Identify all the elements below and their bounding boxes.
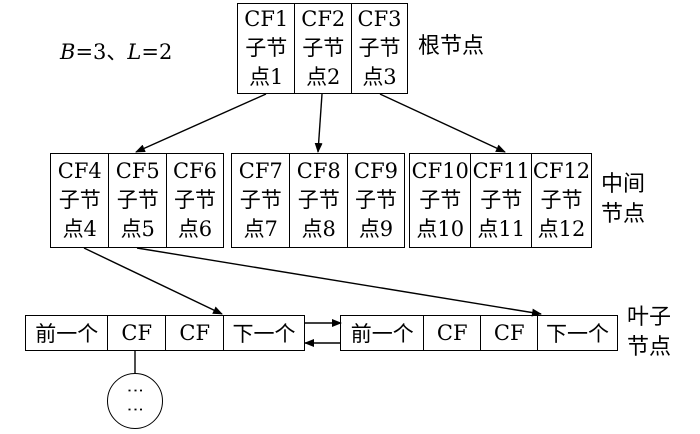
cf-label: CF2 — [301, 7, 346, 31]
middle-node-2-entry-1: CF7 子节点7 — [231, 153, 291, 248]
leaf-node-label-line1: 叶子 — [627, 305, 672, 330]
child-pointer-text: 点7 — [243, 217, 278, 241]
root-node-entry-3: CF3 子节点3 — [351, 3, 408, 94]
cf-label: CF12 — [532, 159, 591, 183]
cf-label: CF5 — [115, 159, 160, 183]
leaf-node-1-next-pointer: 下一个 — [223, 315, 305, 351]
middle-node-label: 中间 节点 — [601, 170, 645, 230]
child-pointer-text: 子节 — [245, 36, 288, 60]
middle-node-3-entry-1: CF10 子节点10 — [409, 153, 472, 248]
child-pointer-text: 子节 — [419, 188, 462, 212]
middle-node-2-entry-3: CF9 子节点9 — [347, 153, 405, 248]
child-pointer-text: 子节 — [174, 188, 216, 212]
param-b-value: =3、 — [75, 40, 128, 64]
param-l-symbol: L — [127, 40, 142, 64]
cf-label: CF9 — [354, 159, 398, 183]
child-pointer-text: 点9 — [358, 217, 394, 241]
leaf-node-1-cf-entry-1: CF — [107, 315, 167, 351]
child-pointer-text: 子节 — [355, 188, 397, 212]
param-l-value: =2 — [141, 40, 173, 64]
child-pointer-text: 子节 — [239, 188, 282, 212]
child-pointer-text: 点11 — [477, 217, 526, 241]
child-pointer-text: 点3 — [362, 65, 397, 89]
root-node-entry-1: CF1 子节点1 — [237, 3, 296, 94]
middle-node-3-entry-2: CF11 子节点11 — [470, 153, 533, 248]
middle-node-1-entry-2: CF5 子节点5 — [108, 153, 168, 248]
more-entries-glyph: ⋮⋮ — [125, 382, 145, 420]
middle-node-1-entry-1: CF4 子节点4 — [50, 153, 110, 248]
leaf-node-label-line2: 节点 — [627, 335, 672, 360]
middle-node-1-entry-3: CF6 子节点6 — [166, 153, 224, 248]
arrow-root-to-middle2 — [314, 93, 323, 153]
child-pointer-text: 子节 — [58, 188, 101, 212]
child-pointer-text: 子节 — [116, 188, 159, 212]
leaf-node-2-prev-pointer: 前一个 — [340, 315, 425, 351]
cf-label: CF8 — [296, 159, 341, 183]
arrow-root-to-middle1 — [135, 93, 267, 153]
child-pointer-text: 点5 — [120, 217, 155, 241]
child-pointer-text: 子节 — [540, 188, 583, 212]
child-pointer-text: 点8 — [301, 217, 336, 241]
leaf-node-label: 叶子 节点 — [627, 303, 671, 363]
child-pointer-text: 点12 — [537, 217, 586, 241]
child-pointer-text: 点10 — [416, 217, 465, 241]
child-pointer-text: 点1 — [249, 65, 284, 89]
arrow-middle-to-leaf2 — [136, 247, 542, 317]
cf-label: CF11 — [472, 159, 530, 183]
arrow-root-to-middle3 — [379, 93, 506, 153]
cf-label: CF1 — [244, 7, 289, 31]
child-pointer-text: 子节 — [297, 188, 340, 212]
param-b-symbol: B — [60, 40, 76, 64]
arrow-middle-to-leaf1 — [83, 247, 223, 315]
cf-label: CF10 — [411, 159, 469, 183]
leaf-node-1-prev-pointer: 前一个 — [25, 315, 109, 351]
leaf-node-2-cf-entry-1: CF — [423, 315, 482, 351]
leaf-node-1-cf-entry-2: CF — [165, 315, 225, 351]
cf-label: CF6 — [173, 159, 217, 183]
child-pointer-text: 点4 — [62, 217, 97, 241]
child-pointer-text: 子节 — [302, 36, 345, 60]
middle-node-2-entry-2: CF8 子节点8 — [289, 153, 349, 248]
tree-parameters: B=3、L=2 — [60, 36, 172, 66]
cf-label: CF4 — [57, 159, 102, 183]
middle-node-3-entry-3: CF12 子节点12 — [531, 153, 592, 248]
child-pointer-text: 子节 — [480, 188, 523, 212]
middle-node-label-line1: 中间 — [601, 172, 646, 197]
child-pointer-text: 点2 — [306, 65, 341, 89]
middle-node-label-line2: 节点 — [601, 202, 646, 227]
more-entries-ellipsis-icon: ⋮⋮ — [107, 373, 163, 429]
child-pointer-text: 子节 — [358, 36, 401, 60]
root-node-label: 根节点 — [418, 34, 485, 59]
cf-label: CF3 — [357, 7, 402, 31]
leaf-node-2-next-pointer: 下一个 — [537, 315, 618, 351]
cf-label: CF7 — [238, 159, 283, 183]
child-pointer-text: 点6 — [177, 217, 213, 241]
